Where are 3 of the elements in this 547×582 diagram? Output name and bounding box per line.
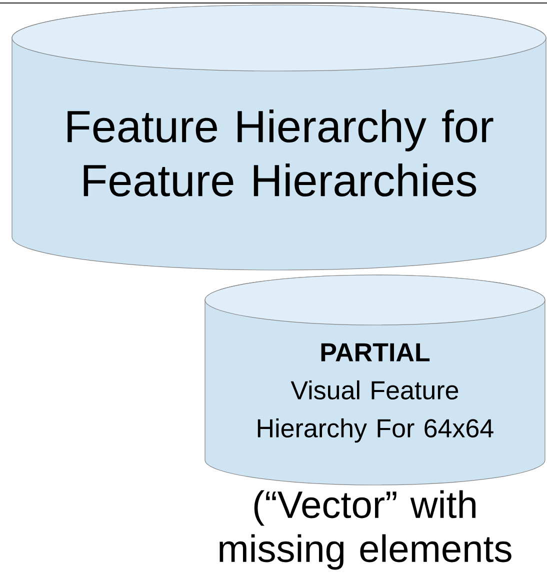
cylinder: Feature Hierarchy for Feature Hierarchies <box>12 4 546 270</box>
caption-text: (“Vector” with missing elements <box>220 490 512 570</box>
cylinder: PARTIAL Visual Feature Hierarchy For 64x64 <box>204 274 546 486</box>
